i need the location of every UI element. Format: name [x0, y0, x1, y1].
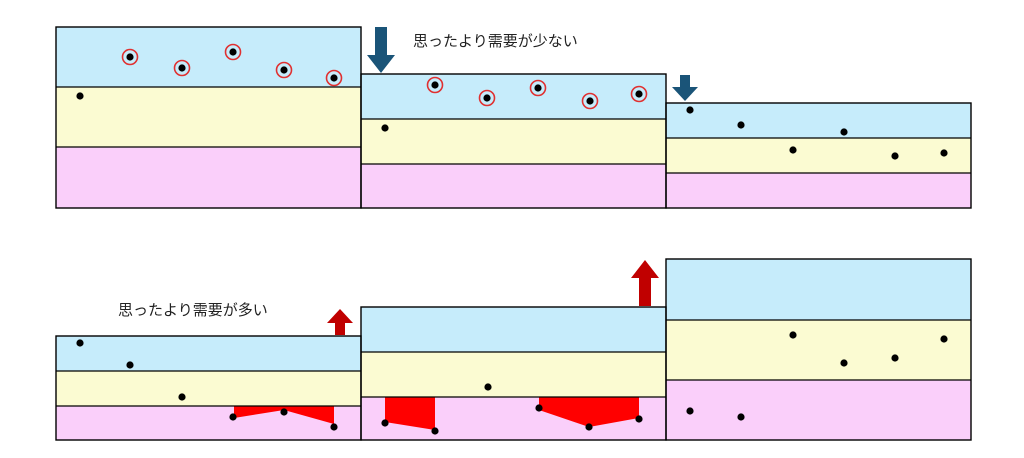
bottom-panel-1-tier-yellow: [56, 371, 361, 406]
dot-19: [126, 361, 134, 369]
top-panel-1-tier-yellow: [56, 87, 361, 147]
down-arrow-icon-large: [367, 27, 395, 73]
dot-20: [178, 393, 186, 401]
dot-5: [76, 92, 84, 100]
dot-24: [484, 383, 492, 391]
ringed-dot-7-ring: [478, 89, 496, 107]
down-arrow-icon-small: [672, 75, 698, 101]
dot-18: [76, 339, 84, 347]
dot-26: [431, 427, 439, 435]
label-demand-lower: 思ったより需要が少ない: [413, 32, 578, 50]
top-panel-3-border: [665, 102, 972, 209]
top-panel-1-tier-blue: [56, 27, 361, 87]
ringed-dot-7: [483, 94, 491, 102]
ringed-dot-3: [280, 66, 288, 74]
bottom-panel-2-tier-blue: [361, 307, 666, 352]
up-arrow-icon-small: [327, 309, 353, 335]
dot-22: [280, 408, 288, 416]
bottom-panel-3-tier-yellow: [666, 320, 971, 380]
dot-23: [330, 423, 338, 431]
dot-31: [840, 359, 848, 367]
ringed-dot-3-ring: [275, 61, 293, 79]
dot-25: [381, 419, 389, 427]
ringed-dot-2: [229, 48, 237, 56]
ringed-dot-1: [178, 64, 186, 72]
dot-32: [891, 354, 899, 362]
dot-34: [686, 407, 694, 415]
ringed-dot-2-ring: [224, 43, 242, 61]
ringed-dot-8: [534, 84, 542, 92]
bottom-panel-3-tier-pink: [666, 380, 971, 440]
ringed-dot-10: [635, 90, 643, 98]
top-panel-2-tier-pink: [361, 164, 666, 208]
dot-15: [789, 146, 797, 154]
ringed-dot-0-ring: [121, 48, 139, 66]
dot-30: [789, 331, 797, 339]
ringed-dot-6: [431, 81, 439, 89]
ringed-dot-10-ring: [630, 85, 648, 103]
shortage-area-3: [539, 397, 639, 427]
label-demand-higher: 思ったより需要が多い: [118, 301, 268, 319]
dot-27: [535, 404, 543, 412]
dot-33: [940, 335, 948, 343]
dot-12: [686, 106, 694, 114]
bottom-panel-2-tier-yellow: [361, 352, 666, 397]
ringed-dot-9-ring: [581, 92, 599, 110]
bottom-panel-3-tier-blue: [666, 259, 971, 320]
dot-17: [940, 149, 948, 157]
bottom-panel-3-border: [665, 258, 972, 441]
dot-11: [381, 124, 389, 132]
top-panel-3-tier-yellow: [666, 138, 971, 173]
ringed-dot-4: [330, 74, 338, 82]
bottom-panel-1-tier-blue: [56, 336, 361, 371]
dot-14: [840, 128, 848, 136]
dot-29: [635, 415, 643, 423]
ringed-dot-9: [586, 97, 594, 105]
top-panel-2-tier-yellow: [361, 119, 666, 164]
ringed-dot-1-ring: [173, 59, 191, 77]
dot-21: [229, 413, 237, 421]
top-panel-3-tier-pink: [666, 173, 971, 208]
top-panel-3-tier-blue: [666, 103, 971, 138]
top-panel-2-tier-blue: [361, 74, 666, 119]
dot-28: [585, 423, 593, 431]
up-arrow-icon-large: [631, 260, 659, 306]
dot-13: [737, 121, 745, 129]
ringed-dot-6-ring: [426, 76, 444, 94]
shortage-area-1: [234, 406, 334, 424]
ringed-dot-8-ring: [529, 79, 547, 97]
ringed-dot-0: [126, 53, 134, 61]
dot-35: [737, 413, 745, 421]
top-panel-1-tier-pink: [56, 147, 361, 208]
shortage-area-2: [385, 397, 435, 430]
dot-16: [891, 152, 899, 160]
ringed-dot-4-ring: [325, 69, 343, 87]
